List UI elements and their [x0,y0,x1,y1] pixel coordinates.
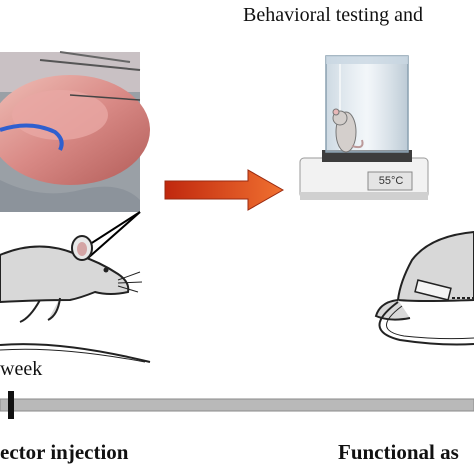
rat-illustration [0,235,151,363]
nerve-line [0,123,64,151]
temperature-display-text: 55°C [378,175,404,187]
paralyzed-rat-illustration [374,230,474,346]
implant-device [414,279,452,301]
surgical-photo [0,51,150,212]
behavioral-testing-label: Behavioral testing and [243,4,423,26]
timeline-bar [0,398,474,412]
rat-tail [0,343,151,363]
mouse-icon [332,108,364,153]
progress-arrow [164,169,285,211]
timepoint-label: week [0,358,43,380]
rat-tail-right [378,301,474,346]
injection-timepoint-marker [8,391,14,419]
hot-plate-apparatus [299,55,429,200]
zoom-connector-right [87,211,141,259]
temperature-display [367,171,413,191]
functional-assessment-label: Functional as [338,440,459,464]
vector-injection-label: ector injection [0,440,129,464]
